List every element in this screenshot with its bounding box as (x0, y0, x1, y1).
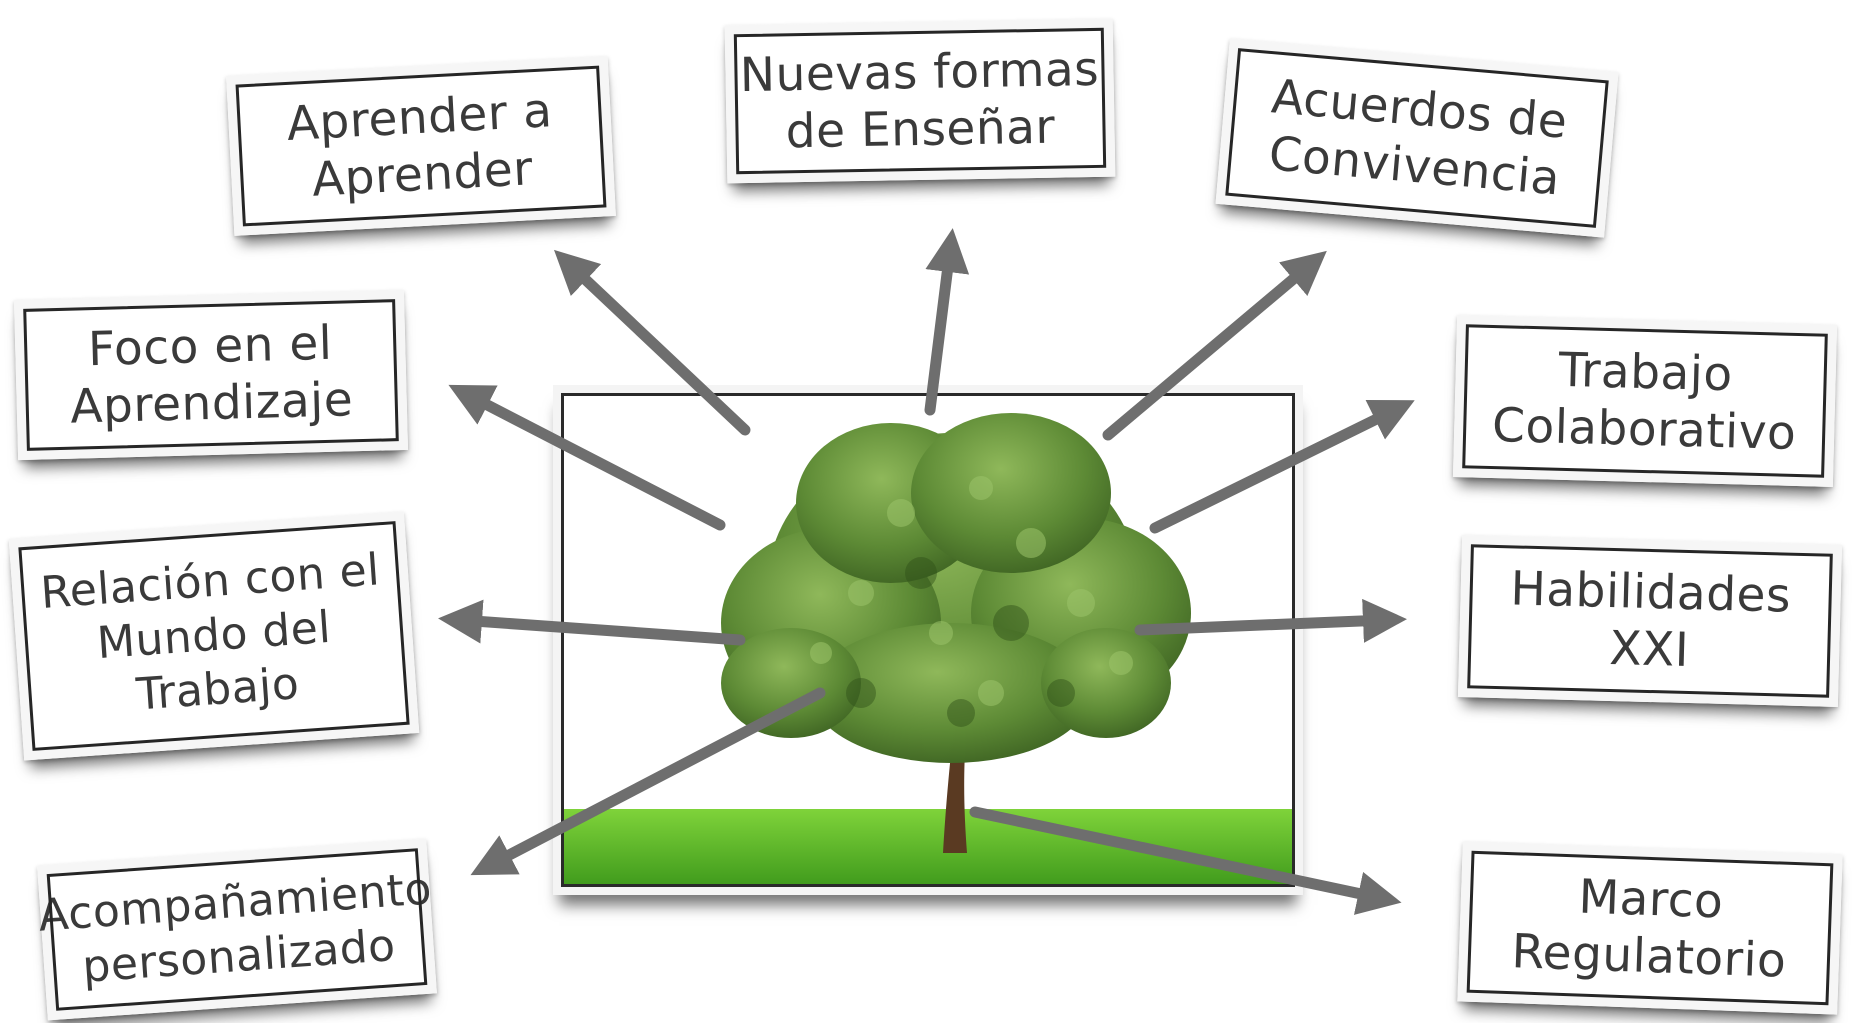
card-line-2: Regulatorio (1510, 924, 1788, 989)
arrow-foco (448, 384, 726, 531)
card-line-1: Nuevas formas (739, 41, 1100, 103)
card-habilidades: Habilidades XXI (1457, 535, 1843, 707)
tree-trunk (943, 733, 967, 853)
arrow-marco (969, 806, 1402, 915)
arrow-nuevas (924, 228, 970, 416)
arrow-habilidades (1134, 598, 1407, 643)
card-line-2: Aprendizaje (69, 372, 354, 435)
center-photo-frame (553, 385, 1303, 895)
arrow-acuerdos (1102, 250, 1327, 441)
arrow-aprender (553, 249, 751, 436)
card-line-1: Foco en el (87, 315, 334, 377)
card-acuerdos: Acuerdos de Convivencia (1215, 38, 1619, 238)
card-line-1: Trabajo (1558, 342, 1734, 402)
card-foco: Foco en el Aprendizaje (13, 289, 409, 461)
tree-icon (561, 413, 1295, 887)
card-line-1: Habilidades (1509, 561, 1792, 624)
arrow-acompanamiento (470, 687, 826, 876)
arrow-trabajo (1149, 399, 1415, 534)
card-nuevas-formas: Nuevas formas de Enseñar (724, 18, 1116, 184)
card-acompanamiento: Acompañamiento personalizado (37, 838, 437, 1021)
card-trabajo: Trabajo Colaborativo (1452, 315, 1838, 487)
arrow-relacion (438, 599, 746, 646)
tree-canopy (721, 413, 1191, 763)
card-aprender-a-aprender: Aprender a Aprender (226, 56, 616, 236)
card-line-2: de Enseñar (785, 99, 1056, 160)
card-marco: Marco Regulatorio (1457, 841, 1843, 1015)
card-line-2: XXI (1608, 620, 1690, 679)
grass (561, 809, 1295, 887)
card-line-1: Marco (1577, 869, 1725, 930)
card-relacion: Relación con el Mundo del Trabajo (8, 511, 420, 761)
card-line-2: Colaborativo (1491, 398, 1798, 461)
